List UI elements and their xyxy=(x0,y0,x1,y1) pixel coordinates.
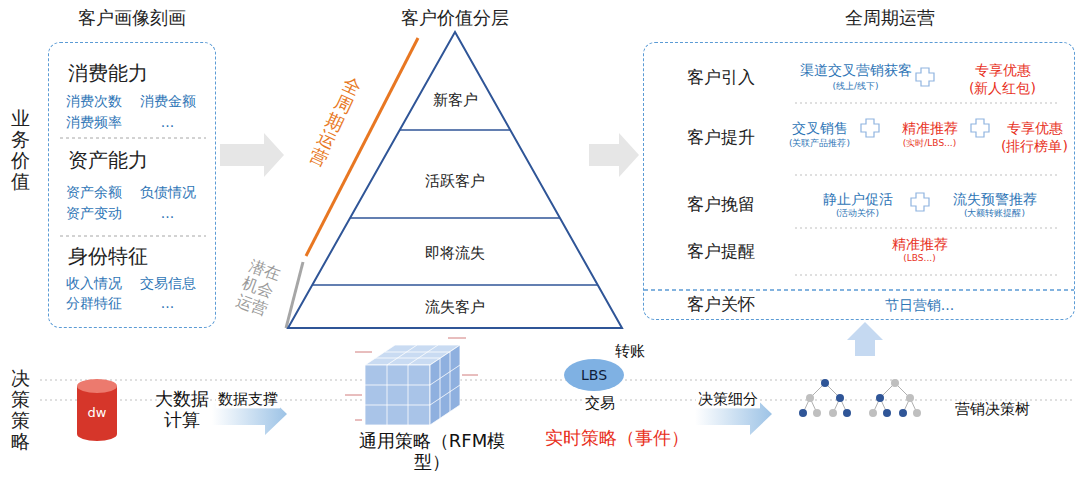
operation-row: 客户关怀 节日营销... xyxy=(653,292,1065,320)
panel-title: 客户画像刻画 xyxy=(78,7,186,28)
item-text: 交叉销售 xyxy=(792,119,848,135)
item-text: (活动关怀) xyxy=(836,207,879,217)
item-text: 消费次数 xyxy=(66,92,122,108)
event-label: 交易 xyxy=(583,395,617,412)
event-label: 转账 xyxy=(613,343,647,360)
item-text: ... xyxy=(161,294,174,310)
row-heading: 客户提升 xyxy=(687,128,755,148)
ellipse-fill xyxy=(564,359,624,391)
item-text: 资产余额 xyxy=(66,183,122,199)
flow-arrow xyxy=(589,133,639,177)
caption-text: 通用策略（RFM模型） xyxy=(355,431,509,472)
item-text: 交易信息 xyxy=(140,274,196,290)
profile-panel: 消费能力消费次数消费金额消费频率...资产能力资产余额负债情况资产变动...身份… xyxy=(48,42,216,328)
item-text: 资产变动 xyxy=(66,204,122,220)
layer-divider xyxy=(312,284,597,286)
bracket-label: 全周期运营 xyxy=(304,72,366,171)
separator xyxy=(795,103,1060,104)
row-heading: 资产能力 xyxy=(68,148,148,171)
row-heading: 客户挽留 xyxy=(687,195,755,215)
item-text: 消费频率 xyxy=(66,113,122,129)
separator xyxy=(60,236,206,237)
database-cylinder: dw xyxy=(75,378,119,442)
pyramid-layer: 即将流失 xyxy=(288,218,622,285)
item-text: 即将流失 xyxy=(425,245,485,262)
item-text: 精准推荐 xyxy=(902,119,958,135)
band-line xyxy=(40,380,1075,381)
item-text: LBS xyxy=(581,367,607,383)
arrow-label: 数据支撑 xyxy=(216,391,280,408)
item-text: 流失预警推荐 xyxy=(953,190,1037,206)
separator xyxy=(795,275,1060,276)
profile-band: 身份特征收入情况 交易信息分群特征... xyxy=(58,236,206,326)
item-text: (LBS...) xyxy=(903,252,935,262)
operation-panel: 客户引入 渠道交叉营销获客 (线上/线下) 专享优惠 (新人红包) 客户提升 交叉销售 (关联… xyxy=(643,42,1075,320)
row-heading: 客户引入 xyxy=(687,68,755,88)
item-text: dw xyxy=(88,406,107,421)
operation-row: 客户提升 交叉销售 (关联产品推荐) 精准推荐 (实时/LBS...) 专享优惠 (排行榜单… xyxy=(653,106,1065,172)
item-text: (新人红包) xyxy=(969,79,1036,95)
item-text: 专享优惠 xyxy=(975,61,1031,77)
item-text: 流失客户 xyxy=(425,299,485,316)
row-label: 决策策略 xyxy=(9,368,32,452)
caption-text: 营销决策树 xyxy=(953,401,1032,418)
row-heading: 客户关怀 xyxy=(687,295,755,315)
item-text: 分群特征 xyxy=(66,294,122,310)
operation-row: 客户引入 渠道交叉营销获客 (线上/线下) 专享优惠 (新人红包) xyxy=(653,52,1065,102)
separator xyxy=(795,228,1060,229)
row-label: 业务价值 xyxy=(9,108,32,192)
profile-band: 消费能力消费次数 消费金额消费频率... xyxy=(58,44,206,138)
separator xyxy=(795,175,1060,176)
operation-row: 客户挽留 静止户促活(活动关怀) 流失预警推荐(大额转账提醒) xyxy=(653,178,1065,226)
profile-band: 资产能力资产余额 负债情况资产变动... xyxy=(58,138,206,236)
row-heading: 客户提醒 xyxy=(687,242,755,262)
axis-tick xyxy=(345,338,478,420)
separator xyxy=(644,289,1074,291)
separator xyxy=(60,138,206,139)
bracket-label: 潜在机会运营 xyxy=(232,256,285,320)
panel-title: 全周期运营 xyxy=(845,7,935,28)
panel-title: 客户价值分层 xyxy=(401,8,509,29)
decision-tree xyxy=(803,383,917,413)
operation-row: 客户提醒 精准推荐(LBS...) xyxy=(653,230,1065,274)
cylinder-body xyxy=(77,386,117,441)
item-text: (大额转账提醒) xyxy=(964,207,1025,217)
flow-arrow xyxy=(220,133,284,177)
pyramid-layer: 流失客户 xyxy=(288,285,622,328)
item-text: (排行榜单) xyxy=(1001,137,1068,153)
row-heading: 身份特征 xyxy=(68,244,148,267)
pyramid-layer: 活跃客户 xyxy=(288,130,622,218)
item-text: (关联产品推荐) xyxy=(789,137,850,147)
up-arrow xyxy=(847,322,883,356)
item-text: 消费金额 xyxy=(140,92,196,108)
caption-text: 大数据计算 xyxy=(153,389,211,430)
item-text: 活跃客户 xyxy=(425,173,485,190)
item-text: (实时/LBS...) xyxy=(903,137,956,147)
layer-divider xyxy=(350,217,560,219)
item-text: 精准推荐 xyxy=(892,235,948,251)
value-pyramid: 新客户活跃客户即将流失流失客户客户价值分层 xyxy=(288,32,622,328)
pyramid-triangle xyxy=(288,32,622,328)
caption-text: 实时策略（事件） xyxy=(543,428,691,449)
arrow-label: 决策细分 xyxy=(696,391,760,408)
tree-node xyxy=(799,379,921,417)
row-heading: 消费能力 xyxy=(68,61,148,84)
item-text: ... xyxy=(161,113,174,129)
item-text: 专享优惠 xyxy=(1007,119,1063,135)
item-text: ... xyxy=(161,204,174,220)
item-text: 新客户 xyxy=(433,92,478,109)
item-text: 收入情况 xyxy=(66,274,122,290)
item-text: (线上/线下) xyxy=(832,80,878,90)
layer-divider xyxy=(400,129,511,131)
item-text: 静止户促活 xyxy=(823,190,893,206)
item-text: 负债情况 xyxy=(140,183,196,199)
item-text: 节日营销... xyxy=(885,296,954,312)
item-text: 渠道交叉营销获客 xyxy=(800,61,912,77)
lbs-ellipse: LBS xyxy=(563,358,625,392)
cylinder-top xyxy=(77,379,117,393)
rfm-cube xyxy=(365,345,460,425)
